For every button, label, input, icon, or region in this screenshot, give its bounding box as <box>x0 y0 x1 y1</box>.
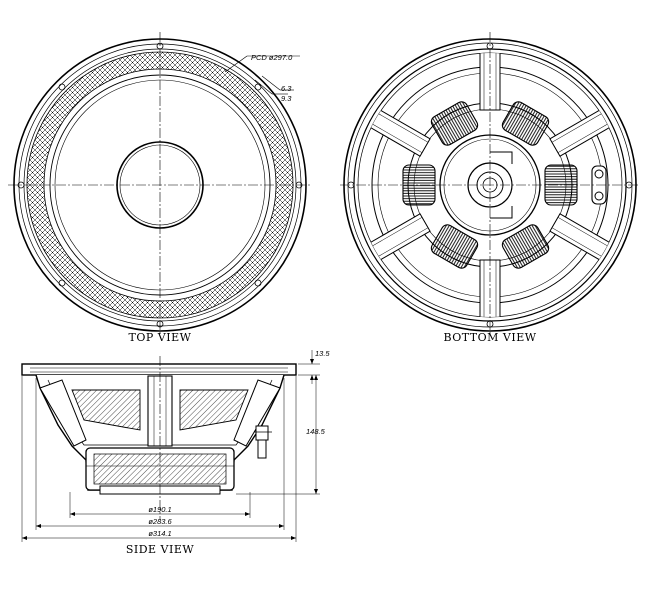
side-terminal <box>254 425 272 459</box>
pcd-dimension: PCD ø297.0 <box>251 53 293 62</box>
bottom-view-label: BOTTOM VIEW <box>443 331 536 344</box>
vent-fins <box>402 101 578 269</box>
top-view-label: TOP VIEW <box>129 331 192 344</box>
bottom-view: BOTTOM VIEW <box>340 32 640 344</box>
top-view: PCD ø297.0 6.3 9.3 TOP VIEW <box>8 32 312 344</box>
magnet-diameter-dimension: ø190.1 <box>148 505 171 514</box>
dimension-6-3: 6.3 <box>281 84 292 93</box>
baffle-diameter-dimension: ø283.6 <box>148 517 172 526</box>
side-view: 13.5 148.5 ø190.1 ø283.6 ø314.1 SIDE VIE… <box>21 349 330 556</box>
side-view-label: SIDE VIEW <box>126 543 195 556</box>
frame-spokes <box>358 53 622 317</box>
height-dimension: 148.5 <box>306 427 326 436</box>
outer-diameter-dimension: ø314.1 <box>148 529 171 538</box>
flange-thickness-dimension: 13.5 <box>315 349 330 358</box>
dimension-9-3: 9.3 <box>281 94 292 103</box>
